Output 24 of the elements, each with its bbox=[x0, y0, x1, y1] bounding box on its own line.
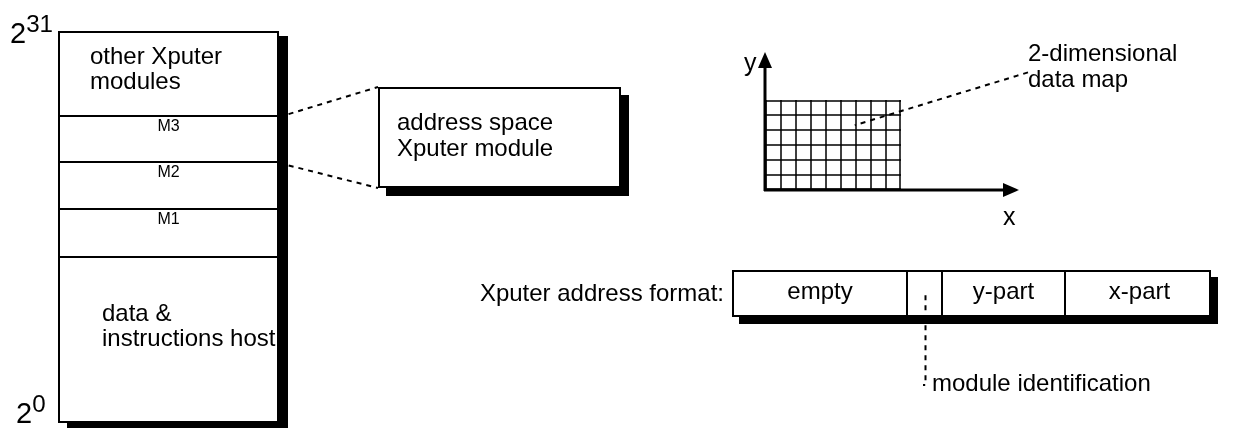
memory-segment bbox=[58, 117, 279, 163]
field-label: y-part bbox=[971, 278, 1036, 305]
format-caption: Xputer address format: bbox=[479, 281, 724, 305]
field-label: empty bbox=[786, 278, 854, 305]
leader-line bbox=[853, 71, 1029, 127]
segment-label: other Xputer modules bbox=[90, 43, 224, 94]
memory-segment bbox=[58, 210, 279, 258]
segment-label: M1 bbox=[156, 210, 181, 228]
axis-label: x bbox=[1003, 204, 1016, 229]
memory-segment bbox=[58, 163, 279, 210]
exponent-label: 2$^{31}$ bbox=[10, 12, 53, 48]
box-label: address space Xputer module bbox=[397, 109, 555, 162]
axis-label: y bbox=[744, 50, 757, 75]
field-label: x-part bbox=[1107, 278, 1172, 305]
annotation-text: module identification bbox=[932, 370, 1152, 397]
segment-label: M3 bbox=[156, 117, 181, 135]
exponent-label: 2$^{0}$ bbox=[16, 392, 46, 428]
leader-line bbox=[922, 294, 927, 386]
memory-segment bbox=[58, 31, 279, 117]
data-map-grid bbox=[765, 100, 901, 190]
segment-label: data & instructions host bbox=[102, 300, 277, 351]
memory-segment bbox=[58, 258, 279, 423]
segment-label: M2 bbox=[156, 163, 181, 181]
annotation-text: 2-dimensional data map bbox=[1028, 40, 1179, 93]
